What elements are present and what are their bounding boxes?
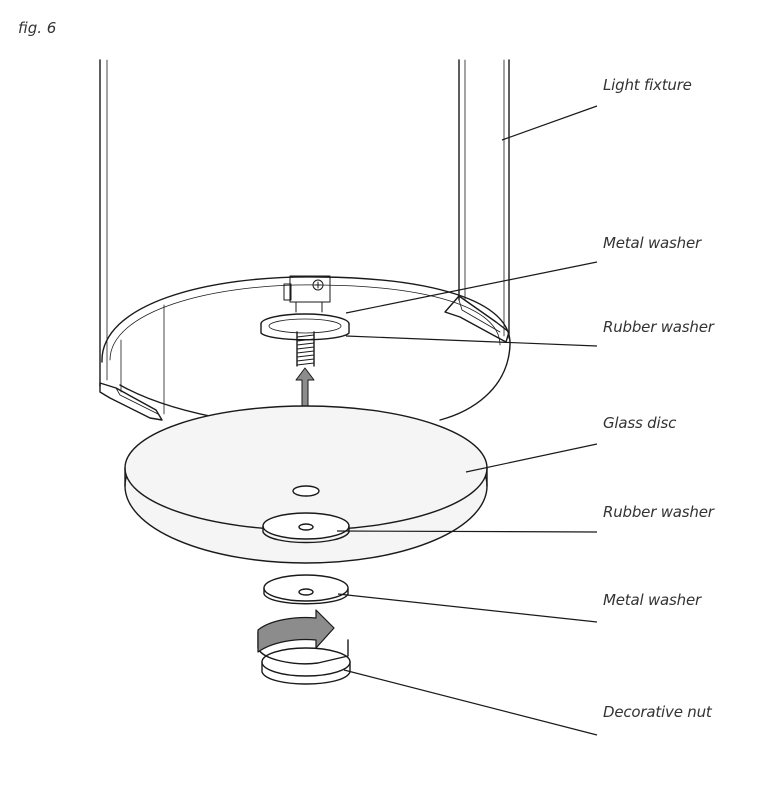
leader-light-fixture xyxy=(501,105,598,141)
leader-metal-washer-top xyxy=(345,261,598,314)
figure-label: fig. 6 xyxy=(18,19,57,37)
leader-metal-washer-bottom xyxy=(337,593,598,623)
leader-rubber-washer-bottom xyxy=(336,530,598,533)
callout-glass-disc: Glass disc xyxy=(603,414,677,432)
light-fixture xyxy=(99,59,511,421)
glass-disc xyxy=(124,405,488,564)
callout-light-fixture: Light fixture xyxy=(603,76,692,94)
callout-decorative-nut: Decorative nut xyxy=(603,703,712,721)
rotation-arrow xyxy=(257,609,335,653)
threaded-rod xyxy=(296,331,315,367)
leader-decorative-nut xyxy=(343,669,598,736)
callout-rubber-washer-bottom: Rubber washer xyxy=(603,503,714,521)
callout-rubber-washer-top: Rubber washer xyxy=(603,318,714,336)
leader-lines xyxy=(336,105,598,736)
up-arrow xyxy=(295,367,315,411)
leader-glass-disc xyxy=(465,443,598,473)
leader-rubber-washer-top xyxy=(345,335,598,347)
decorative-nut xyxy=(257,609,351,685)
bottom-metal-washer xyxy=(263,574,349,605)
callout-metal-washer-bottom: Metal washer xyxy=(603,591,701,609)
callout-metal-washer-top: Metal washer xyxy=(603,234,701,252)
